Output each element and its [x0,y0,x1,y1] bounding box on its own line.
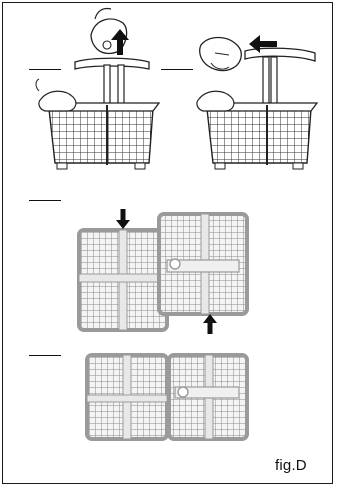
manual-page-frame: fig.D [2,2,333,484]
step-marker-4 [29,355,61,356]
illustration-remove-handle-pull [189,5,329,173]
illustration-remove-handle-lift [31,5,171,173]
up-arrow-icon [111,29,129,55]
step-marker-3 [29,200,61,201]
up-arrow-icon-lower [203,314,217,334]
down-arrow-icon [116,209,130,229]
illustration-halves-separated [83,351,251,443]
figure-label: fig.D [275,457,307,474]
illustration-separate-halves-slide [75,208,251,334]
left-arrow-icon [249,35,277,53]
